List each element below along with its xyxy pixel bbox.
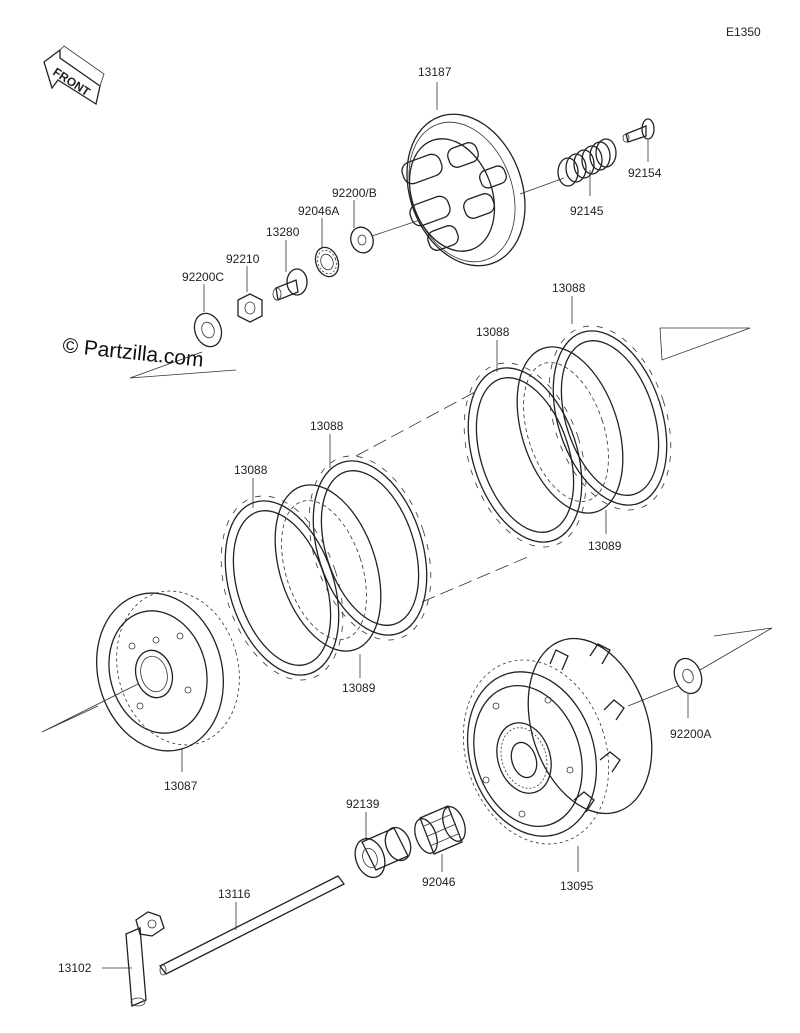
label-92046a: 92046A — [298, 204, 339, 218]
label-92154: 92154 — [628, 166, 662, 180]
front-arrow-icon: FRONT — [43, 45, 105, 106]
spring-92145 — [557, 138, 617, 187]
nut-92210 — [237, 293, 263, 323]
steel-plate-13089-front — [274, 484, 382, 652]
clutch-hub-13087 — [95, 590, 240, 752]
bolt-92154 — [622, 118, 655, 143]
label-13089-a: 13089 — [342, 681, 376, 695]
label-92046: 92046 — [422, 875, 456, 889]
label-13088-a: 13088 — [234, 463, 268, 477]
label-13088-d: 13088 — [552, 281, 586, 295]
washer-92200a — [673, 657, 703, 695]
label-13087: 13087 — [164, 779, 198, 793]
axis-leader-right — [699, 627, 773, 671]
axis-leader-top-left — [129, 351, 237, 379]
push-rod-13116 — [159, 875, 345, 976]
label-13088-b: 13088 — [310, 419, 344, 433]
label-92210: 92210 — [226, 252, 260, 266]
needle-bearing-92046 — [414, 805, 466, 855]
alignment-line-top — [355, 391, 476, 457]
collar-92139 — [354, 826, 412, 879]
washer-92200b — [350, 226, 374, 254]
diagram-code: E1350 — [726, 25, 761, 39]
label-92139: 92139 — [346, 797, 380, 811]
clutch-housing-13095 — [462, 637, 653, 845]
label-13088-c: 13088 — [476, 325, 510, 339]
friction-plate-13088-front — [220, 495, 344, 681]
label-92200a: 92200A — [670, 727, 711, 741]
label-92200c: 92200C — [182, 270, 224, 284]
label-13089-b: 13089 — [588, 539, 622, 553]
axis-leader-left — [41, 683, 139, 733]
label-13187: 13187 — [418, 65, 452, 79]
watermark: © Partzilla.com — [61, 334, 204, 372]
release-lever-13102 — [125, 911, 165, 1007]
axis-leader-top-right — [659, 327, 751, 361]
washer-92200c — [193, 312, 223, 348]
friction-plate-13088-right — [463, 362, 587, 548]
label-13280: 13280 — [266, 225, 300, 239]
label-92200b: 92200/B — [332, 186, 377, 200]
alignment-line-bottom — [421, 555, 531, 603]
label-13102: 13102 — [58, 961, 92, 975]
pressure-plate-13187 — [401, 113, 526, 267]
label-92145: 92145 — [570, 204, 604, 218]
friction-plate-13088-rear — [548, 325, 672, 511]
label-13095: 13095 — [560, 879, 594, 893]
pusher-13280 — [272, 268, 308, 301]
steel-plate-13089-rear — [516, 346, 624, 514]
label-13116: 13116 — [218, 887, 251, 901]
bearing-92046a — [314, 246, 340, 278]
